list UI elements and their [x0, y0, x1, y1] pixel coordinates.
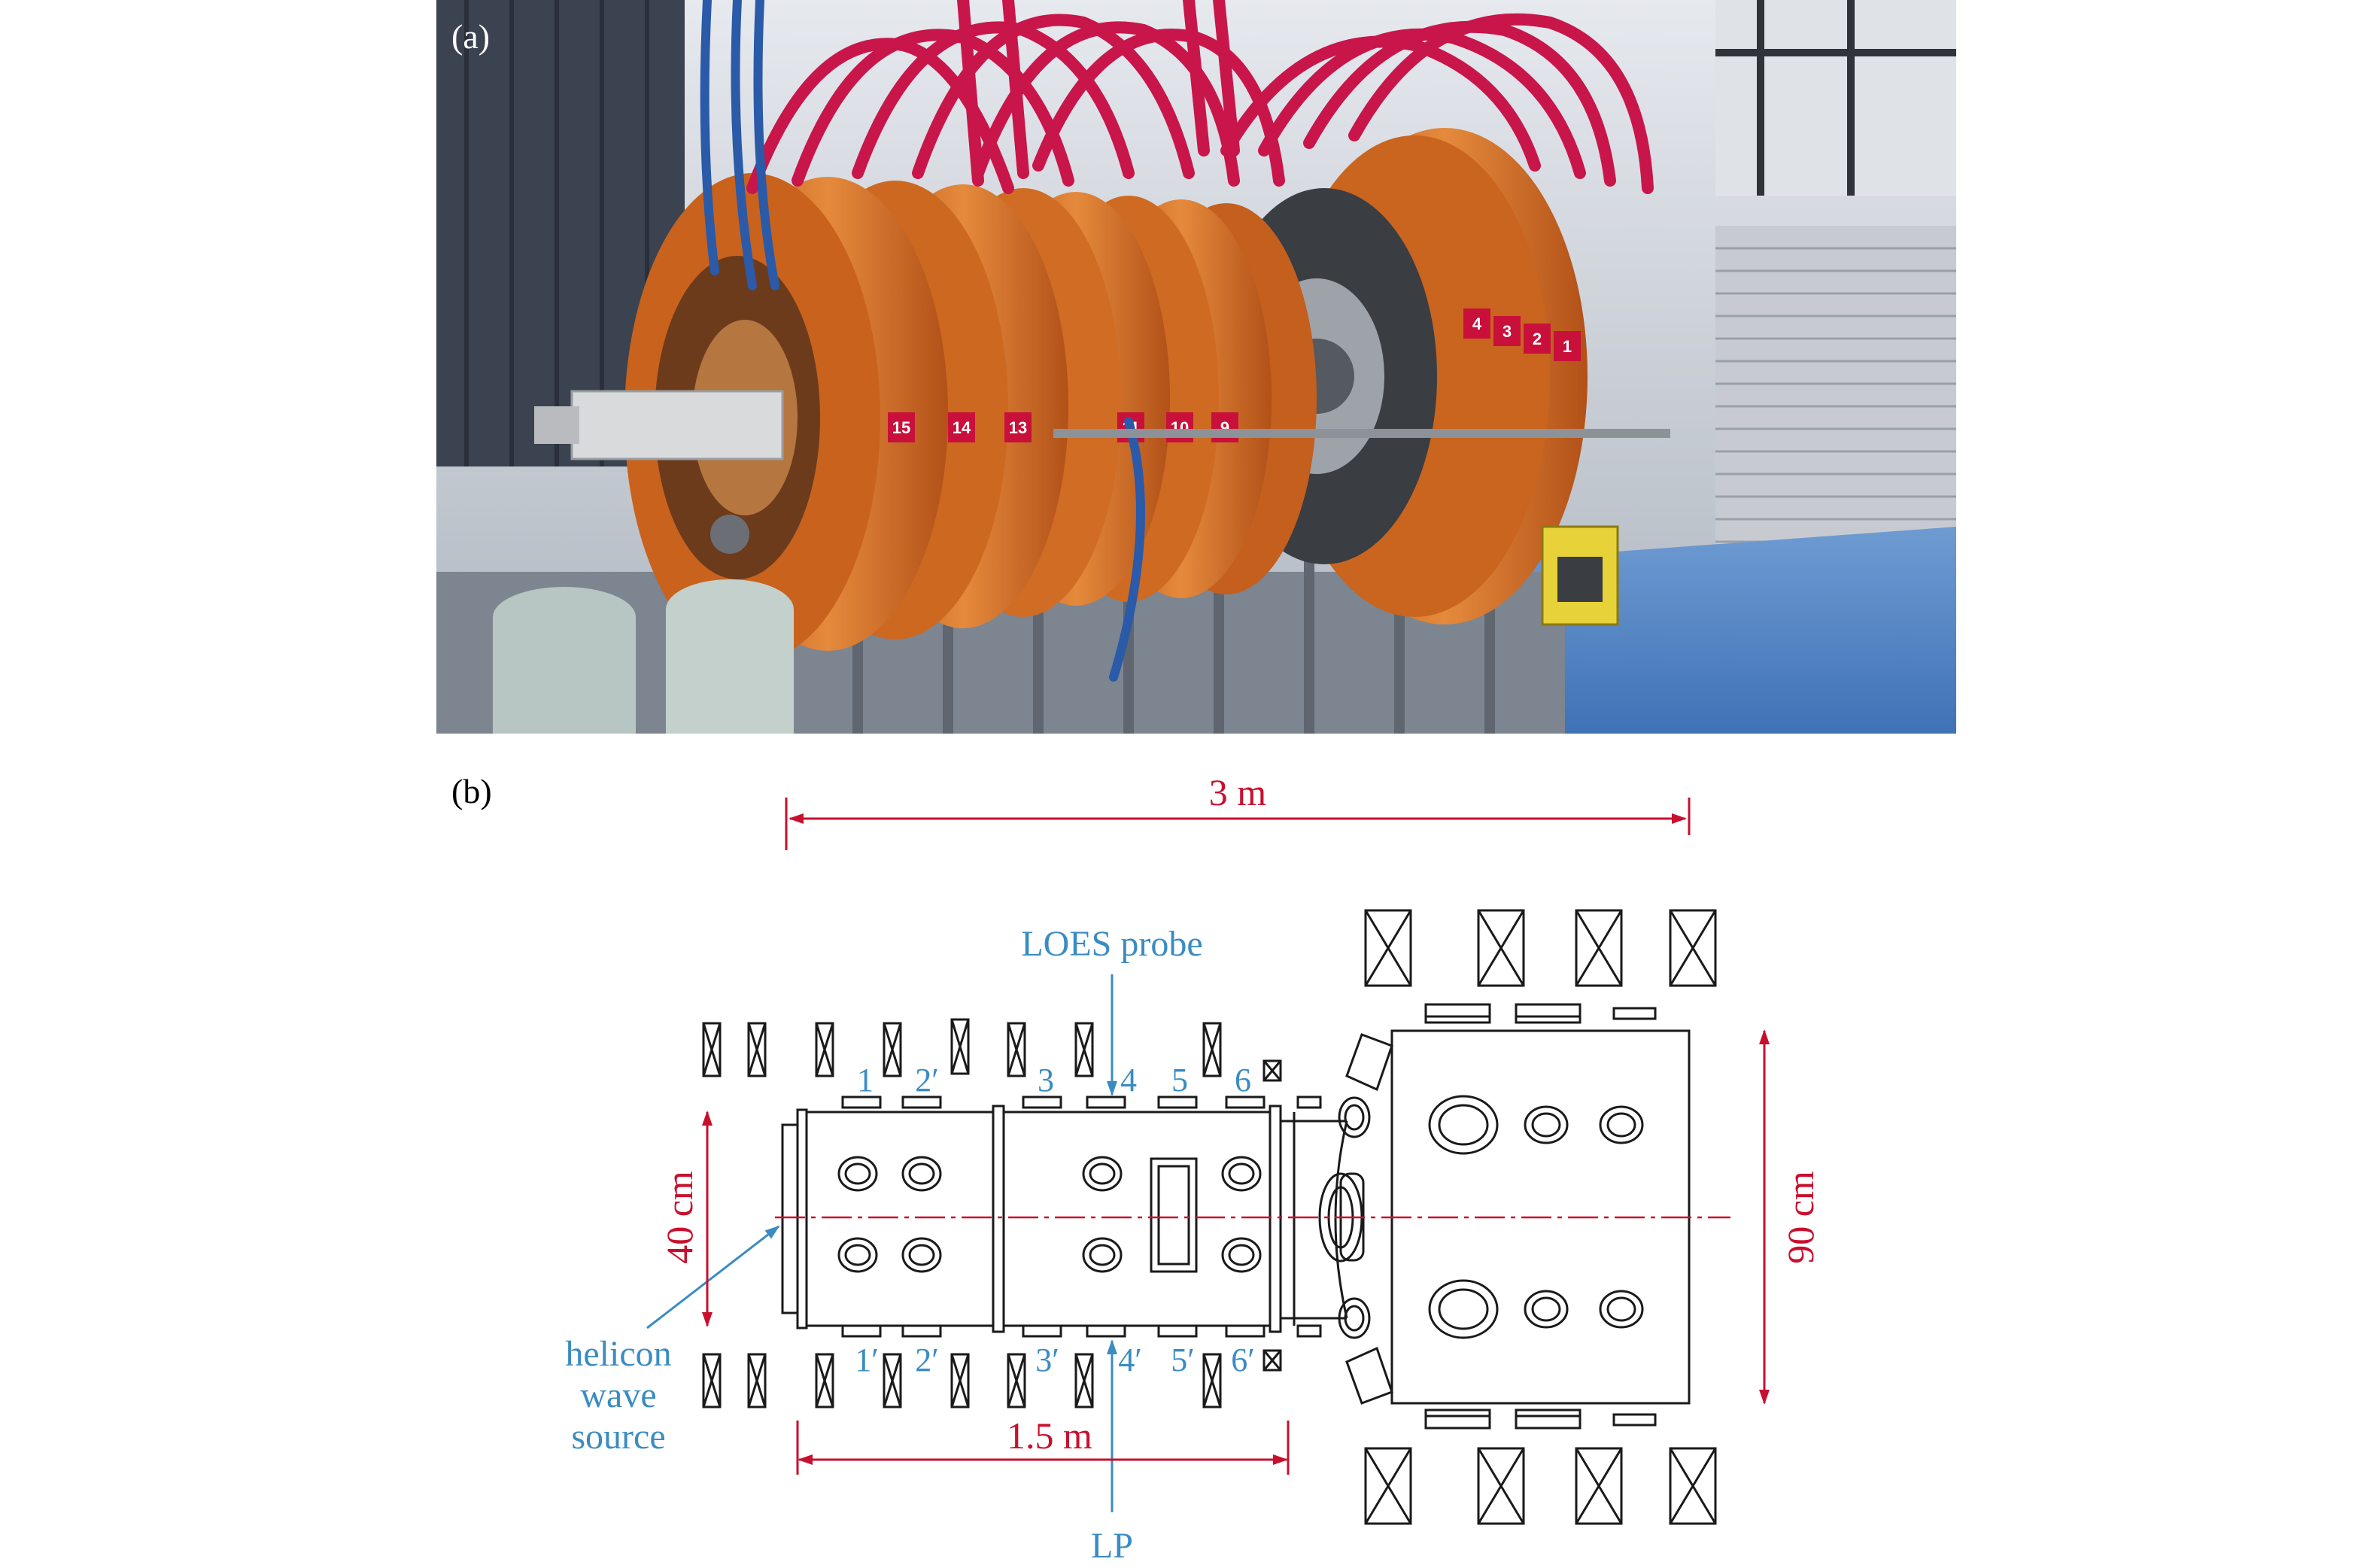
coil-tag-3: 3	[1503, 322, 1512, 341]
dimension-90cm-label: 90 cm	[1779, 1171, 1822, 1264]
port-label-3p: 3′	[1035, 1342, 1059, 1378]
port-label-6p: 6′	[1231, 1342, 1255, 1378]
lp-annotation: LP	[1091, 1339, 1133, 1566]
port-label-4p: 4′	[1118, 1342, 1142, 1378]
lp-label: LP	[1091, 1526, 1133, 1566]
dimension-40cm-label: 40 cm	[658, 1171, 700, 1264]
port-label-6: 6	[1235, 1062, 1251, 1099]
loes-probe-annotation: LOES probe	[1021, 924, 1203, 1096]
dimension-1-5m-label: 1.5 m	[1007, 1415, 1092, 1457]
coil-tag-4: 4	[1472, 315, 1482, 333]
dimension-90cm: 90 cm	[1759, 1029, 1822, 1405]
coil-tag-15: 15	[892, 418, 910, 437]
dimension-1-5m: 1.5 m	[796, 1415, 1290, 1475]
panel-a-label: (a)	[451, 17, 491, 56]
coil-tag-2: 2	[1533, 330, 1542, 348]
large-chamber	[1318, 1003, 1691, 1430]
helicon-label-line1: helicon	[565, 1334, 671, 1374]
upper-chamber-coils	[1364, 909, 1717, 987]
port-label-3: 3	[1038, 1062, 1054, 1099]
lower-linear-coils	[702, 1349, 1282, 1408]
upper-linear-coils	[702, 1018, 1282, 1082]
helicon-source-annotation: helicon wave source	[565, 1225, 780, 1457]
helicon-label-line2: wave	[580, 1375, 656, 1415]
lower-port-numbers: 1′ 2′ 3′ 4′ 5′ 6′	[855, 1342, 1255, 1378]
dimension-3m-label: 3 m	[1209, 771, 1267, 813]
dimension-40cm: 40 cm	[658, 1111, 713, 1327]
coil-tag-13: 13	[1009, 418, 1027, 437]
lower-chamber-coils	[1364, 1447, 1717, 1525]
coil-tag-1: 1	[1563, 337, 1572, 356]
upper-port-numbers: 1 2′ 3 4 5 6	[857, 1062, 1251, 1099]
loes-probe-label: LOES probe	[1021, 924, 1202, 964]
coil-tag-14: 14	[953, 418, 971, 437]
device-photograph: 15 14 13 11 10 9 4 3 2 1	[436, 0, 1956, 734]
linear-vacuum-tube	[781, 1105, 1348, 1333]
linear-viewports	[837, 1156, 1262, 1273]
port-label-4: 4	[1120, 1062, 1137, 1099]
helicon-label-line3: source	[571, 1417, 665, 1457]
panel-b-label: (b)	[451, 772, 492, 810]
port-label-2p-bottom: 2′	[915, 1342, 939, 1378]
lower-port-flanges	[841, 1324, 1322, 1338]
port-label-5: 5	[1171, 1062, 1188, 1099]
upper-port-flanges	[841, 1095, 1322, 1109]
dimension-3m: 3 m	[785, 771, 1691, 850]
port-label-2p: 2′	[915, 1062, 939, 1099]
port-label-5p: 5′	[1171, 1342, 1195, 1378]
port-label-1p: 1′	[855, 1342, 879, 1378]
port-label-1: 1	[857, 1062, 874, 1099]
